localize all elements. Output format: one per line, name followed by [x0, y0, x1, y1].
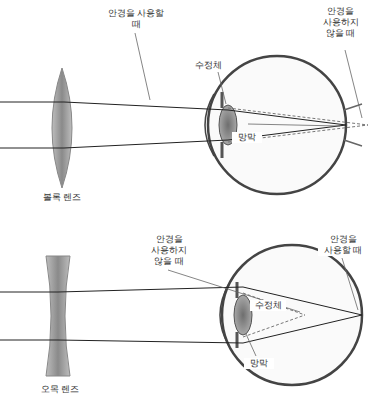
- eye-bottom: [220, 245, 362, 385]
- part-name: 망막: [244, 358, 274, 369]
- light-rays-top: [0, 102, 368, 148]
- leader-lines-bottom: [168, 258, 358, 356]
- lens-name: 볼록 렌즈: [30, 192, 94, 203]
- usage-label: 안경을 사용할 때: [318, 234, 368, 256]
- part-name: 수정체: [250, 300, 286, 311]
- lens-name: 오목 렌즈: [28, 384, 92, 395]
- part-name: 수정체: [190, 60, 226, 71]
- eye-top: [205, 56, 362, 194]
- light-rays-bottom: [0, 287, 362, 343]
- part-name: 망막: [232, 132, 262, 143]
- usage-label: 안경을 사용할 때: [104, 8, 168, 30]
- usage-label: 안경을 사용하지 않을 때: [312, 6, 369, 39]
- leader-lines-top: [135, 33, 362, 126]
- concave-lens: [46, 256, 70, 376]
- usage-label: 안경을 사용하지 않을 때: [140, 234, 198, 267]
- convex-lens: [52, 68, 72, 188]
